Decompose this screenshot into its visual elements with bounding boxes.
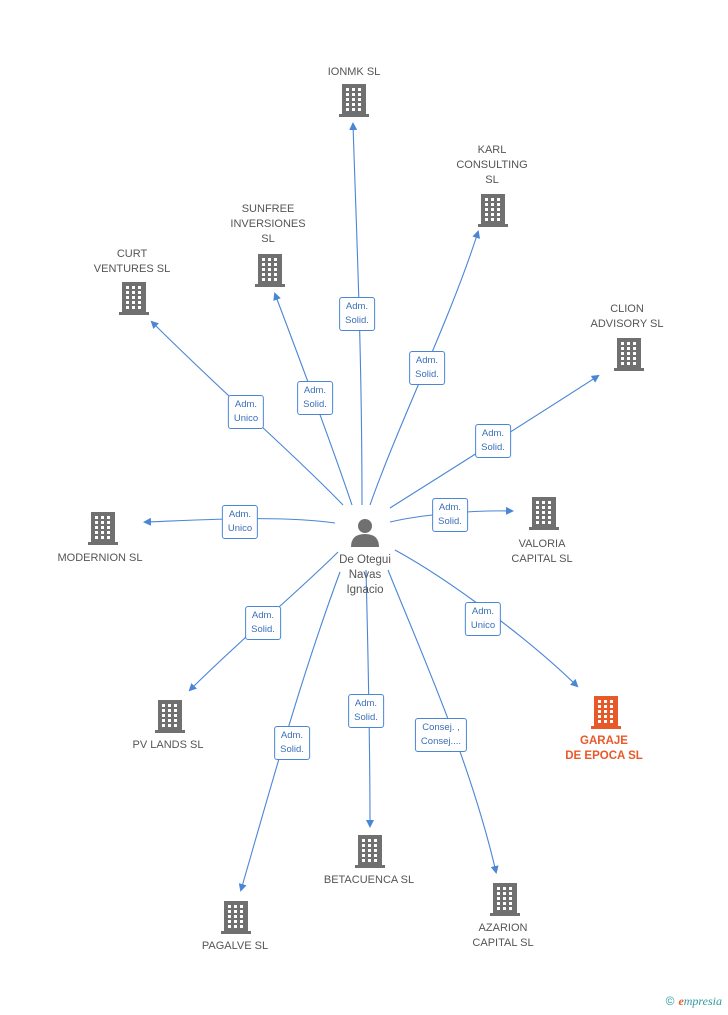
modernion-role-label[interactable]: Adm. Unico <box>221 505 259 539</box>
pvlands-company-label[interactable]: PV LANDS SL <box>132 739 204 751</box>
clion-role-label[interactable]: Adm. Solid. <box>475 424 511 458</box>
garaje-building-icon[interactable] <box>591 696 621 729</box>
betacuenca-company-label[interactable]: BETACUENCA SL <box>323 874 415 886</box>
modernion-company-label[interactable]: MODERNION SL <box>57 552 143 564</box>
sunfree-building-icon[interactable] <box>255 254 285 287</box>
center-person-name[interactable]: De Otegui Navas Ignacio <box>339 554 391 596</box>
garaje-role-label[interactable]: Adm. Unico <box>464 602 502 636</box>
brand-initial: e <box>678 994 684 1008</box>
brand-name: mpresia <box>683 994 722 1008</box>
azarion-edge <box>387 569 499 874</box>
curt-company-label[interactable]: CURT VENTURES SL <box>93 248 171 275</box>
brand-footer: ©empresia <box>666 994 722 1009</box>
azarion-company-label[interactable]: AZARION CAPITAL SL <box>472 922 534 949</box>
azarion-role-label[interactable]: Consej. , Consej.... <box>414 718 468 752</box>
sunfree-role-label[interactable]: Adm. Solid. <box>297 381 333 415</box>
sunfree-company-label[interactable]: SUNFREE INVERSIONES SL <box>230 203 306 245</box>
copyright-symbol: © <box>665 994 675 1008</box>
curt-role-label[interactable]: Adm. Unico <box>227 395 265 429</box>
ionmk-building-icon[interactable] <box>339 84 369 117</box>
ionmk-role-label[interactable]: Adm. Solid. <box>339 297 375 331</box>
clion-building-icon[interactable] <box>614 338 644 371</box>
ionmk-company-label[interactable]: IONMK SL <box>327 66 381 78</box>
karl-company-label[interactable]: KARL CONSULTING SL <box>456 144 528 186</box>
karl-role-label[interactable]: Adm. Solid. <box>409 351 445 385</box>
clion-company-label[interactable]: CLION ADVISORY SL <box>590 303 664 330</box>
betacuenca-role-label[interactable]: Adm. Solid. <box>348 694 384 728</box>
pagalve-building-icon[interactable] <box>221 901 251 934</box>
pvlands-role-label[interactable]: Adm. Solid. <box>245 606 281 640</box>
valoria-company-label[interactable]: VALORIA CAPITAL SL <box>511 538 573 565</box>
betacuenca-building-icon[interactable] <box>355 835 385 868</box>
pvlands-building-icon[interactable] <box>155 700 185 733</box>
karl-building-icon[interactable] <box>478 194 508 227</box>
valoria-building-icon[interactable] <box>529 497 559 530</box>
ionmk-edge <box>349 122 363 506</box>
curt-building-icon[interactable] <box>119 282 149 315</box>
azarion-building-icon[interactable] <box>490 883 520 916</box>
pagalve-role-label[interactable]: Adm. Solid. <box>274 726 310 760</box>
modernion-building-icon[interactable] <box>88 512 118 545</box>
pagalve-company-label[interactable]: PAGALVE SL <box>201 940 269 952</box>
person-icon[interactable] <box>351 519 379 547</box>
valoria-role-label[interactable]: Adm. Solid. <box>432 498 468 532</box>
garaje-company-label[interactable]: GARAJE DE EPOCA SL <box>565 735 643 762</box>
